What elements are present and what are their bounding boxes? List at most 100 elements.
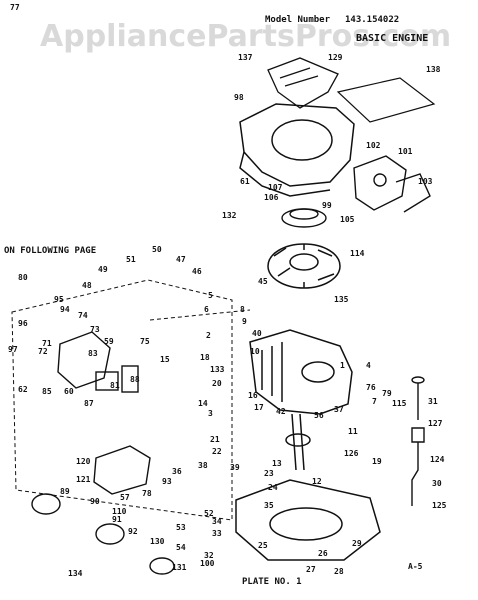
watermark-text: AppliancePartsPros.com	[40, 19, 451, 54]
part-label-13: 13	[272, 459, 282, 468]
part-label-81: 81	[110, 381, 120, 390]
part-label-74: 74	[78, 311, 88, 320]
part-label-54: 54	[176, 543, 186, 552]
part-label-80: 80	[18, 273, 28, 282]
part-label-1: 1	[340, 361, 345, 370]
part-label-90: 90	[90, 497, 100, 506]
shroud-cap-drawing	[267, 57, 339, 109]
part-label-19: 19	[372, 457, 382, 466]
part-label-83: 83	[88, 349, 98, 358]
part-label-53: 53	[176, 523, 186, 532]
part-label-38: 38	[198, 461, 208, 470]
flywheel-drawing	[267, 243, 341, 289]
part-label-121: 121	[76, 475, 91, 484]
part-label-94: 94	[60, 305, 70, 314]
crankcase-cover-drawing	[235, 479, 381, 561]
part-label-133: 133	[210, 365, 225, 374]
part-label-29: 29	[352, 539, 362, 548]
part-label-49: 49	[98, 265, 108, 274]
part-label-10: 10	[250, 347, 260, 356]
continuation-note: ON FOLLOWING PAGE	[4, 246, 96, 256]
part-label-76: 76	[366, 383, 376, 392]
part-label-72: 72	[38, 347, 48, 356]
part-label-8: 8	[240, 305, 245, 314]
part-label-40: 40	[252, 329, 262, 338]
part-label-62: 62	[18, 385, 28, 394]
part-label-124: 124	[430, 455, 445, 464]
page-code: A-5	[408, 562, 423, 571]
part-label-105: 105	[340, 215, 355, 224]
plate-number: PLATE NO. 1	[242, 577, 302, 587]
part-label-130: 130	[150, 537, 165, 546]
part-label-102: 102	[366, 141, 381, 150]
part-label-39: 39	[230, 463, 240, 472]
model-number-value: 143.154022	[345, 15, 399, 25]
part-label-71: 71	[42, 339, 52, 348]
part-label-14: 14	[198, 399, 208, 408]
part-label-103: 103	[418, 177, 433, 186]
part-label-24: 24	[268, 483, 278, 492]
part-label-15: 15	[160, 355, 170, 364]
part-label-93: 93	[162, 477, 172, 486]
model-number-label: Model Number	[265, 15, 331, 25]
part-label-34: 34	[212, 517, 222, 526]
part-label-42: 42	[276, 407, 286, 416]
part-label-20: 20	[212, 379, 222, 388]
part-label-28: 28	[334, 567, 344, 576]
part-label-134: 134	[68, 569, 83, 578]
part-label-26: 26	[318, 549, 328, 558]
cylinder-block-drawing	[249, 329, 353, 415]
part-label-75: 75	[140, 337, 150, 346]
part-label-6: 6	[204, 305, 209, 314]
part-label-48: 48	[82, 281, 92, 290]
part-label-5: 5	[208, 291, 213, 300]
part-label-31: 31	[428, 397, 438, 406]
part-label-114: 114	[350, 249, 365, 258]
part-label-77: 77	[10, 3, 20, 12]
part-label-87: 87	[84, 399, 94, 408]
part-label-91: 91	[112, 515, 122, 524]
gasket-outline	[11, 279, 251, 521]
part-label-73: 73	[90, 325, 100, 334]
part-label-11: 11	[348, 427, 358, 436]
part-label-46: 46	[192, 267, 202, 276]
part-label-101: 101	[398, 147, 413, 156]
part-label-30: 30	[432, 479, 442, 488]
part-label-120: 120	[76, 457, 91, 466]
part-label-47: 47	[176, 255, 186, 264]
part-label-9: 9	[242, 317, 247, 326]
part-label-3: 3	[208, 409, 213, 418]
part-label-100: 100	[200, 559, 215, 568]
part-label-115: 115	[392, 399, 407, 408]
part-label-52: 52	[204, 509, 214, 518]
part-label-89: 89	[60, 487, 70, 496]
section-title: BASIC ENGINE	[356, 33, 428, 44]
part-label-78: 78	[142, 489, 152, 498]
part-label-7: 7	[372, 397, 377, 406]
part-label-27: 27	[306, 565, 316, 574]
part-label-60: 60	[64, 387, 74, 396]
part-label-51: 51	[126, 255, 136, 264]
part-label-96: 96	[18, 319, 28, 328]
carburetor-drawing	[57, 331, 139, 393]
part-label-56: 56	[314, 411, 324, 420]
part-label-79: 79	[382, 389, 392, 398]
part-label-126: 126	[344, 449, 359, 458]
part-label-135: 135	[334, 295, 349, 304]
starter-cup-drawing	[281, 208, 327, 228]
part-label-33: 33	[212, 529, 222, 538]
part-label-12: 12	[312, 477, 322, 486]
part-label-107: 107	[268, 183, 283, 192]
part-label-16: 16	[248, 391, 258, 400]
part-label-127: 127	[428, 419, 443, 428]
part-label-61: 61	[240, 177, 250, 186]
part-label-97: 97	[8, 345, 18, 354]
part-label-138: 138	[426, 65, 441, 74]
part-label-129: 129	[328, 53, 343, 62]
part-label-106: 106	[264, 193, 279, 202]
part-label-32: 32	[204, 551, 214, 560]
part-label-25: 25	[258, 541, 268, 550]
decal-drawing	[336, 77, 436, 123]
part-label-132: 132	[222, 211, 237, 220]
